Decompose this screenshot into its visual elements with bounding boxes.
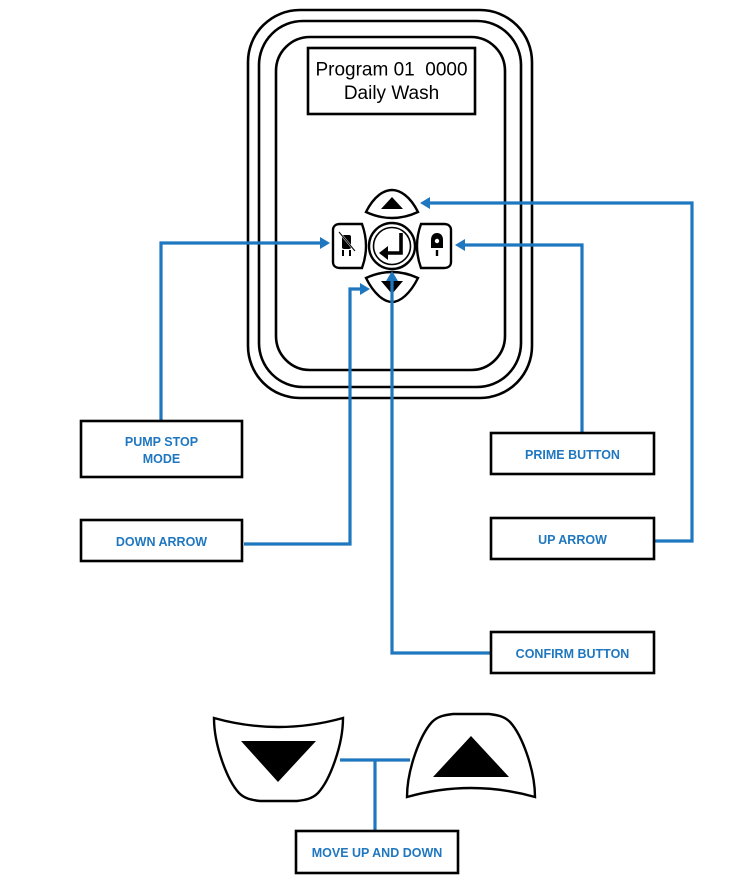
callout-pump-stop-mode: PUMP STOP MODE	[79, 419, 244, 479]
callout-down-label: DOWN ARROW	[116, 535, 207, 549]
callout-pump-stop-line-1: PUMP STOP	[125, 435, 198, 449]
down-arrow-leader	[244, 287, 362, 546]
callout-down-arrow: DOWN ARROW	[79, 518, 244, 563]
callout-confirm-button: CONFIRM BUTTON	[489, 630, 656, 675]
display-line-2: Daily Wash	[344, 83, 439, 104]
callout-move-label: MOVE UP AND DOWN	[312, 846, 443, 860]
prime-drop-icon	[431, 233, 443, 256]
lcd-display: Program 01 0000 Daily Wash	[306, 46, 477, 116]
callout-move-up-and-down: MOVE UP AND DOWN	[294, 829, 460, 875]
callout-up-label: UP ARROW	[538, 533, 607, 547]
callout-prime-button: PRIME BUTTON	[489, 431, 656, 476]
enter-return-icon	[379, 233, 403, 260]
up-arrow-button[interactable]	[364, 188, 420, 220]
up-arrow-leader	[428, 201, 694, 543]
prime-button[interactable]	[415, 222, 453, 270]
prime-leader	[463, 243, 584, 433]
pump-stop-icon	[338, 231, 356, 256]
pump-stop-button[interactable]	[331, 222, 368, 270]
large-down-arrow-icon	[241, 741, 316, 782]
large-up-arrow-icon	[433, 736, 509, 777]
display-line-1: Program 01 0000	[315, 60, 467, 81]
callout-up-arrow: UP ARROW	[489, 516, 656, 561]
up-arrow-icon	[381, 197, 403, 209]
callout-prime-label: PRIME BUTTON	[525, 448, 620, 462]
callout-confirm-label: CONFIRM BUTTON	[516, 647, 630, 661]
confirm-leader	[390, 279, 491, 655]
callout-pump-stop-line-2: MODE	[143, 452, 181, 466]
large-up-arrow-button	[405, 712, 537, 799]
leader-lines	[159, 197, 694, 831]
confirm-button[interactable]	[367, 221, 417, 271]
large-down-arrow-button	[212, 716, 345, 803]
pump-stop-leader	[159, 241, 322, 421]
